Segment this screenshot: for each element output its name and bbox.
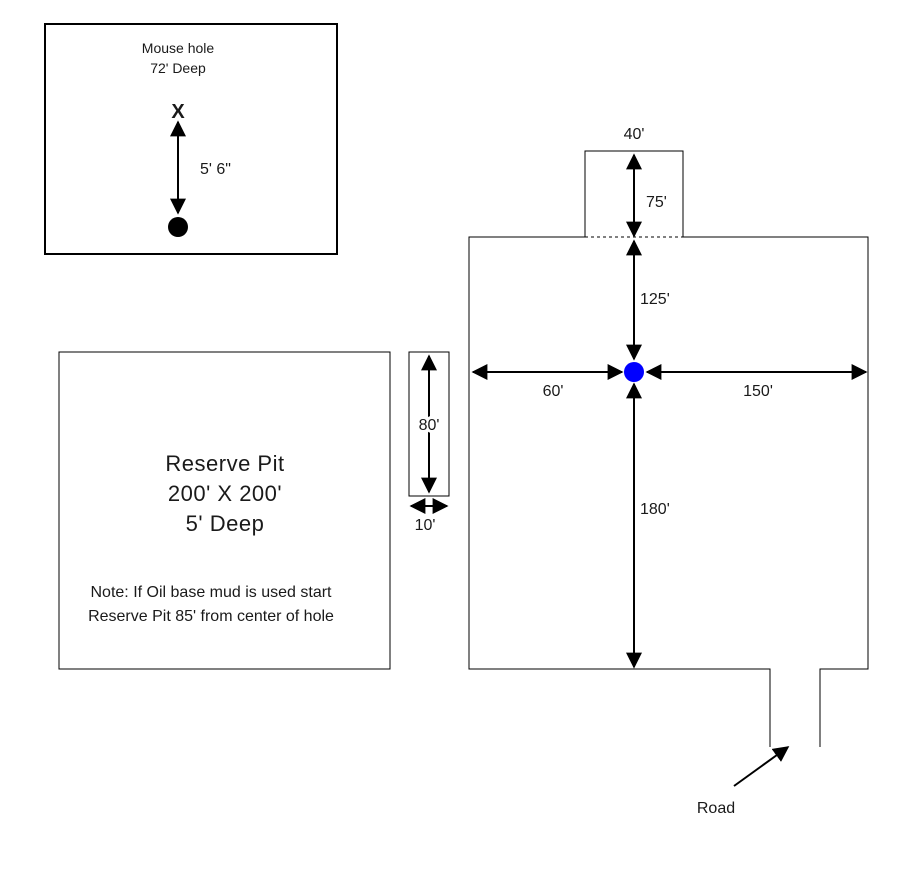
small-pad-box (408, 351, 450, 497)
reserve-pit-note-line1: Note: If Oil base mud is used start (91, 584, 333, 601)
well-location-dot (624, 362, 644, 382)
main-pad: 40' 75' 125' 60' 150' 180' (468, 126, 869, 747)
reserve-pit-depth: 5' Deep (186, 511, 265, 536)
reserve-pit: Reserve Pit 200' X 200' 5' Deep Note: If… (58, 351, 391, 670)
road: Road (697, 746, 790, 817)
mousehole-depth: 72' Deep (150, 60, 206, 76)
top-extension-box (584, 150, 684, 237)
top-extension-width-label: 40' (624, 126, 645, 143)
mousehole-title: Mouse hole (142, 40, 215, 56)
road-label: Road (697, 800, 735, 817)
to-bottom-label: 180' (640, 501, 670, 518)
road-arrow (733, 746, 790, 787)
to-left-label: 60' (543, 383, 564, 400)
small-pad-width-label: 10' (415, 517, 436, 534)
reserve-pit-title: Reserve Pit (165, 451, 284, 476)
top-extension-depth-label: 75' (646, 194, 667, 211)
mousehole-marker: X (171, 101, 185, 123)
mousehole-distance-label: 5' 6" (200, 161, 231, 178)
reserve-pit-box (58, 351, 391, 670)
to-right-label: 150' (743, 383, 773, 400)
to-top-label: 125' (640, 291, 670, 308)
pad-outline-right (683, 236, 869, 747)
mousehole-inset: Mouse hole 72' Deep X 5' 6" (44, 23, 338, 255)
reserve-pit-note-line2: Reserve Pit 85' from center of hole (88, 608, 334, 625)
small-pad-length-label: 80' (419, 417, 440, 434)
reserve-pit-size: 200' X 200' (168, 481, 282, 506)
small-pad: 80' 10' (408, 351, 450, 534)
pad-outline-left (468, 236, 771, 747)
mousehole-dot (168, 217, 188, 237)
mousehole-box (44, 23, 338, 255)
